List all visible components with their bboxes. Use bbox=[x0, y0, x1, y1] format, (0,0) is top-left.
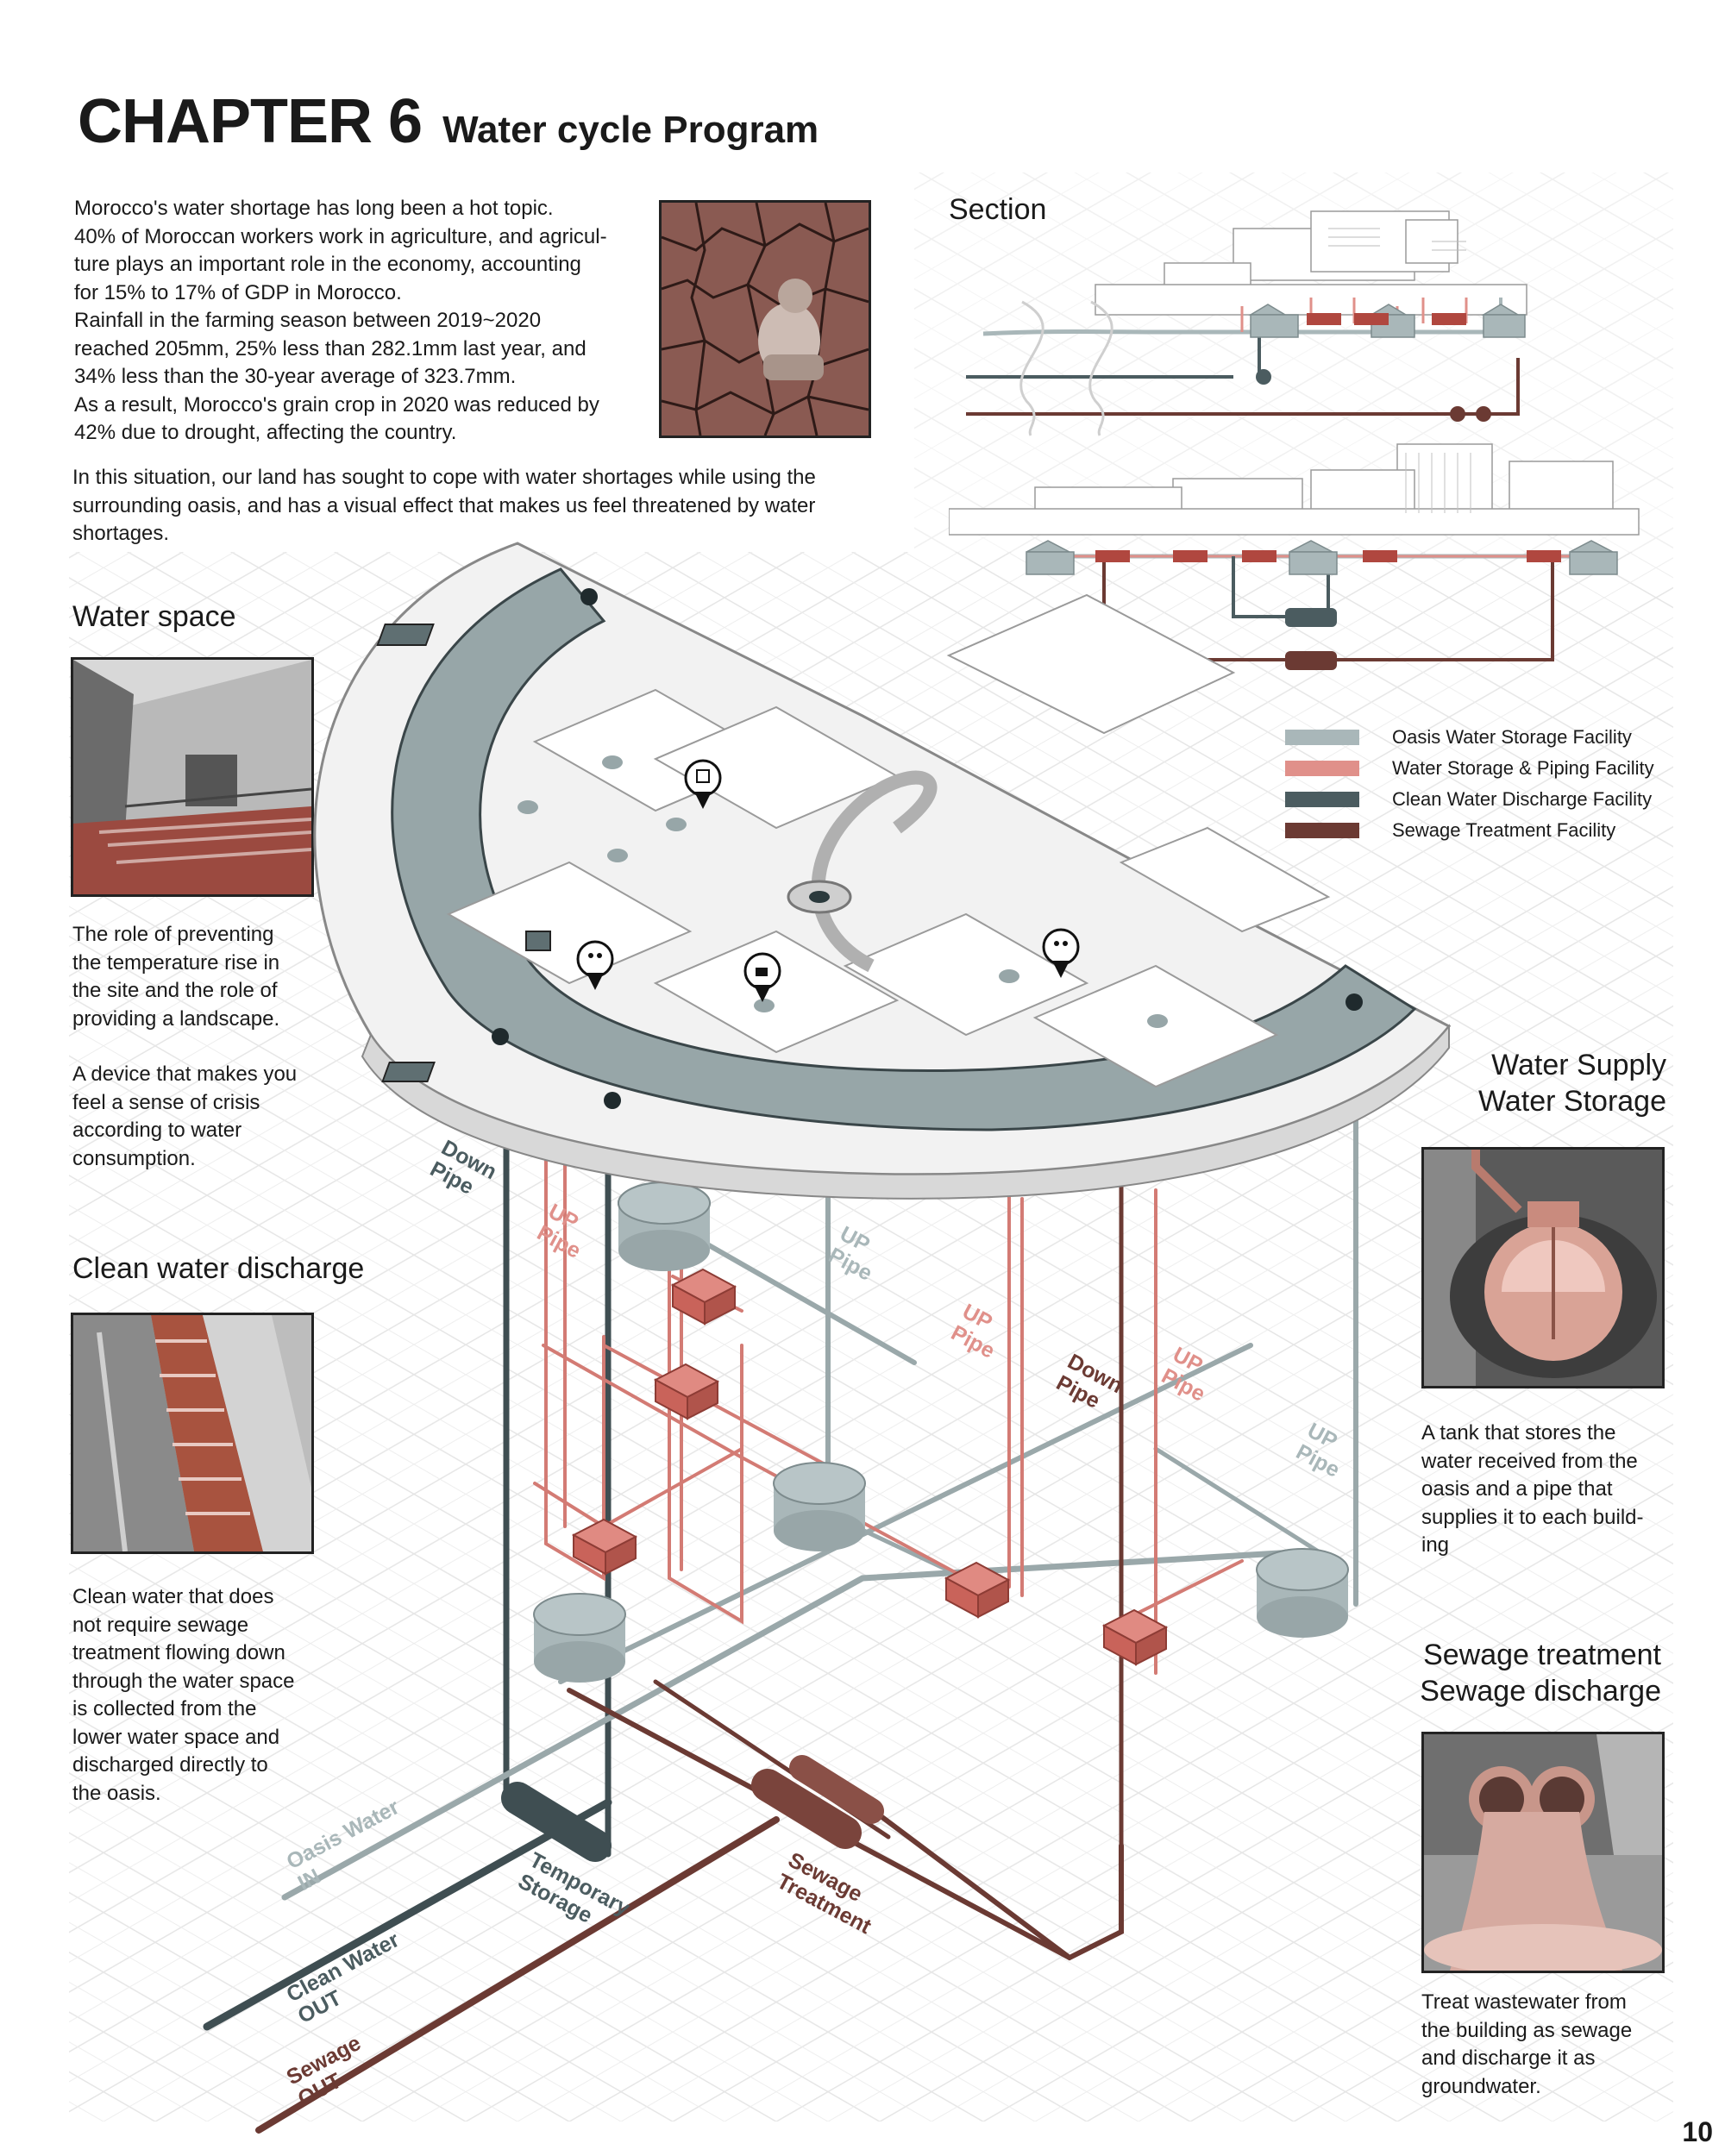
page-number: 10 bbox=[1682, 2116, 1713, 2147]
drought-photo bbox=[659, 200, 871, 438]
water-tank-photo bbox=[1421, 1147, 1665, 1388]
legend-swatch-oasis bbox=[1285, 730, 1359, 745]
text-line: groundwater. bbox=[1421, 2074, 1541, 2098]
label-up-pipe: UPPipe bbox=[1157, 1343, 1220, 1407]
text-line: A tank that stores the bbox=[1421, 1421, 1616, 1445]
sewage-description: Treat wastewater from the building as se… bbox=[1421, 1989, 1697, 2101]
intro-line: for 15% to 17% of GDP in Morocco. bbox=[74, 280, 402, 304]
text-line: the site and the role of bbox=[72, 979, 278, 1002]
legend-item: Oasis Water Storage Facility bbox=[1285, 724, 1699, 750]
text-line: A device that makes you bbox=[72, 1062, 298, 1086]
legend-label: Water Storage & Piping Facility bbox=[1392, 757, 1654, 779]
text-line: Treat wastewater from bbox=[1421, 1990, 1627, 2014]
label-up-pipe: UPPipe bbox=[947, 1300, 1010, 1363]
intro-line: Rainfall in the farming season between 2… bbox=[74, 309, 542, 332]
oasis-tank bbox=[533, 1593, 626, 1683]
chapter-title: CHAPTER 6 Water cycle Program bbox=[78, 86, 819, 157]
sewage-heading: Sewage treatment Sewage discharge bbox=[1420, 1637, 1661, 1709]
section-drawing bbox=[949, 210, 1640, 670]
clean-water-photo bbox=[71, 1313, 314, 1554]
chapter-subtitle: Water cycle Program bbox=[442, 109, 819, 151]
intro-line: ture plays an important role in the econ… bbox=[74, 253, 581, 276]
water-space-description-2: A device that makes you feel a sense of … bbox=[72, 1061, 348, 1173]
label-down-pipe: DownPipe bbox=[426, 1136, 500, 1206]
text-line: the oasis. bbox=[72, 1781, 161, 1805]
legend-swatch-sewage bbox=[1285, 823, 1359, 838]
water-space-description: The role of preventing the temperature r… bbox=[72, 921, 348, 1033]
text-line: oasis and a pipe that bbox=[1421, 1477, 1613, 1501]
oasis-tank bbox=[1256, 1548, 1349, 1638]
intro-line: Morocco's water shortage has long been a… bbox=[74, 197, 554, 220]
text-line: water received from the bbox=[1421, 1449, 1638, 1473]
water-supply-heading: Water Supply Water Storage bbox=[1478, 1047, 1666, 1119]
label-up-pipe: UPPipe bbox=[825, 1222, 888, 1286]
intro-line: In this situation, our land has sought t… bbox=[72, 466, 816, 489]
sewage-treatment-capsules bbox=[751, 1755, 884, 1849]
oasis-tank bbox=[618, 1181, 711, 1271]
text-line: discharged directly to bbox=[72, 1753, 268, 1777]
clean-water-description: Clean water that does not require sewage… bbox=[72, 1583, 348, 1808]
intro-line: 34% less than the 30-year average of 323… bbox=[74, 365, 517, 388]
water-space-heading: Water space bbox=[72, 600, 236, 633]
text-line: the building as sewage bbox=[1421, 2018, 1633, 2042]
intro-paragraph: Morocco's water shortage has long been a… bbox=[74, 195, 661, 448]
legend-label: Sewage Treatment Facility bbox=[1392, 819, 1616, 841]
legend-swatch-piping bbox=[1285, 761, 1359, 776]
text-line: is collected from the bbox=[72, 1697, 257, 1720]
legend-item: Sewage Treatment Facility bbox=[1285, 818, 1699, 843]
water-space-photo bbox=[71, 657, 314, 897]
temporary-storage-capsule bbox=[501, 1782, 612, 1862]
legend-label: Oasis Water Storage Facility bbox=[1392, 726, 1632, 748]
label-sewage-treatment: SewageTreatment bbox=[773, 1848, 887, 1940]
heading-line: Water Storage bbox=[1478, 1085, 1666, 1118]
intro-line: surrounding oasis, and has a visual effe… bbox=[72, 493, 816, 517]
intro-paragraph-2: In this situation, our land has sought t… bbox=[72, 464, 900, 548]
text-line: the temperature rise in bbox=[72, 950, 280, 975]
text-line: treatment flowing down bbox=[72, 1641, 285, 1664]
legend-item: Water Storage & Piping Facility bbox=[1285, 755, 1699, 781]
text-line: lower water space and bbox=[72, 1725, 280, 1749]
heading-line: Sewage discharge bbox=[1420, 1675, 1661, 1708]
intro-line: As a result, Morocco's grain crop in 202… bbox=[74, 392, 599, 417]
pump-boxes bbox=[571, 1268, 1169, 1666]
text-line: ing bbox=[1421, 1533, 1450, 1557]
text-line: consumption. bbox=[72, 1146, 196, 1170]
text-line: providing a landscape. bbox=[72, 1006, 280, 1031]
legend-swatch-clean bbox=[1285, 792, 1359, 807]
clean-water-heading: Clean water discharge bbox=[72, 1252, 365, 1285]
sewage-pipe-photo bbox=[1421, 1732, 1665, 1973]
intro-line: shortages. bbox=[72, 522, 170, 545]
label-oasis-in: Oasis WaterIN bbox=[283, 1795, 415, 1896]
legend-item: Clean Water Discharge Facility bbox=[1285, 787, 1699, 812]
text-line: supplies it to each build- bbox=[1421, 1505, 1644, 1529]
legend-label: Clean Water Discharge Facility bbox=[1392, 788, 1653, 810]
label-up-pipe: UPPipe bbox=[1292, 1419, 1355, 1482]
label-clean-out: Clean WaterOUT bbox=[283, 1927, 415, 2028]
oasis-tank bbox=[773, 1462, 866, 1551]
label-up-pipe: UPPipe bbox=[533, 1200, 596, 1263]
section-heading: Section bbox=[949, 193, 1047, 226]
text-line: Clean water that does bbox=[72, 1585, 274, 1608]
text-line: The role of preventing bbox=[72, 923, 274, 946]
text-line: not require sewage bbox=[72, 1613, 249, 1637]
text-line: feel a sense of crisis bbox=[72, 1090, 260, 1114]
intro-line: 40% of Moroccan workers work in agricult… bbox=[74, 224, 607, 248]
label-temporary-storage: TemporaryStorage bbox=[514, 1848, 634, 1942]
intro-line: 42% due to drought, affecting the countr… bbox=[74, 421, 457, 444]
intro-line: reached 205mm, 25% less than 282.1mm las… bbox=[74, 336, 586, 360]
water-supply-description: A tank that stores the water received fr… bbox=[1421, 1420, 1697, 1560]
chapter-number: CHAPTER 6 bbox=[78, 87, 423, 156]
text-line: according to water bbox=[72, 1119, 242, 1142]
heading-line: Sewage treatment bbox=[1423, 1639, 1661, 1671]
text-line: and discharge it as bbox=[1421, 2046, 1596, 2070]
pins bbox=[576, 759, 1080, 1002]
heading-line: Water Supply bbox=[1491, 1049, 1666, 1081]
text-line: through the water space bbox=[72, 1669, 295, 1693]
